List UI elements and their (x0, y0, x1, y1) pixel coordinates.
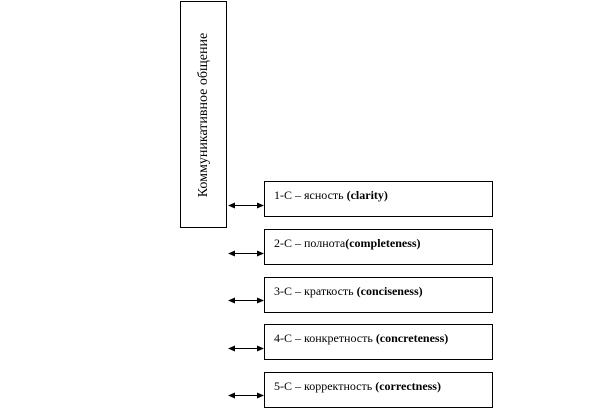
principle-box-concreteness: 4-С – конкретность (concreteness) (264, 324, 493, 360)
double-arrow-icon (228, 391, 264, 400)
principle-box-clarity: 1-С – ясность (clarity) (264, 181, 493, 217)
principle-prefix: 4-С – конкретность (274, 331, 376, 345)
principle-prefix: 1-С – ясность (274, 188, 347, 202)
principle-term: (concreteness) (375, 331, 449, 345)
principle-term: (clarity) (346, 188, 388, 202)
principle-prefix: 5-С – корректность (274, 379, 376, 393)
double-arrow-icon (228, 249, 264, 258)
main-concept-label: Коммуникативное общение (195, 32, 211, 197)
principle-term: (conciseness) (356, 284, 423, 298)
principle-box-correctness: 5-С – корректность (correctness) (264, 372, 493, 408)
principle-term: (correctness) (375, 379, 441, 393)
principle-prefix: 2-С – полнота (274, 236, 346, 250)
principle-box-completeness: 2-С – полнота(completeness) (264, 229, 493, 265)
principle-box-conciseness: 3-С – краткость (conciseness) (264, 277, 493, 313)
double-arrow-icon (228, 344, 264, 353)
principle-prefix: 3-С – краткость (274, 284, 357, 298)
double-arrow-icon (228, 201, 264, 210)
principle-term: (completeness) (345, 236, 421, 250)
double-arrow-icon (228, 296, 264, 305)
main-concept-box: Коммуникативное общение (180, 1, 227, 228)
